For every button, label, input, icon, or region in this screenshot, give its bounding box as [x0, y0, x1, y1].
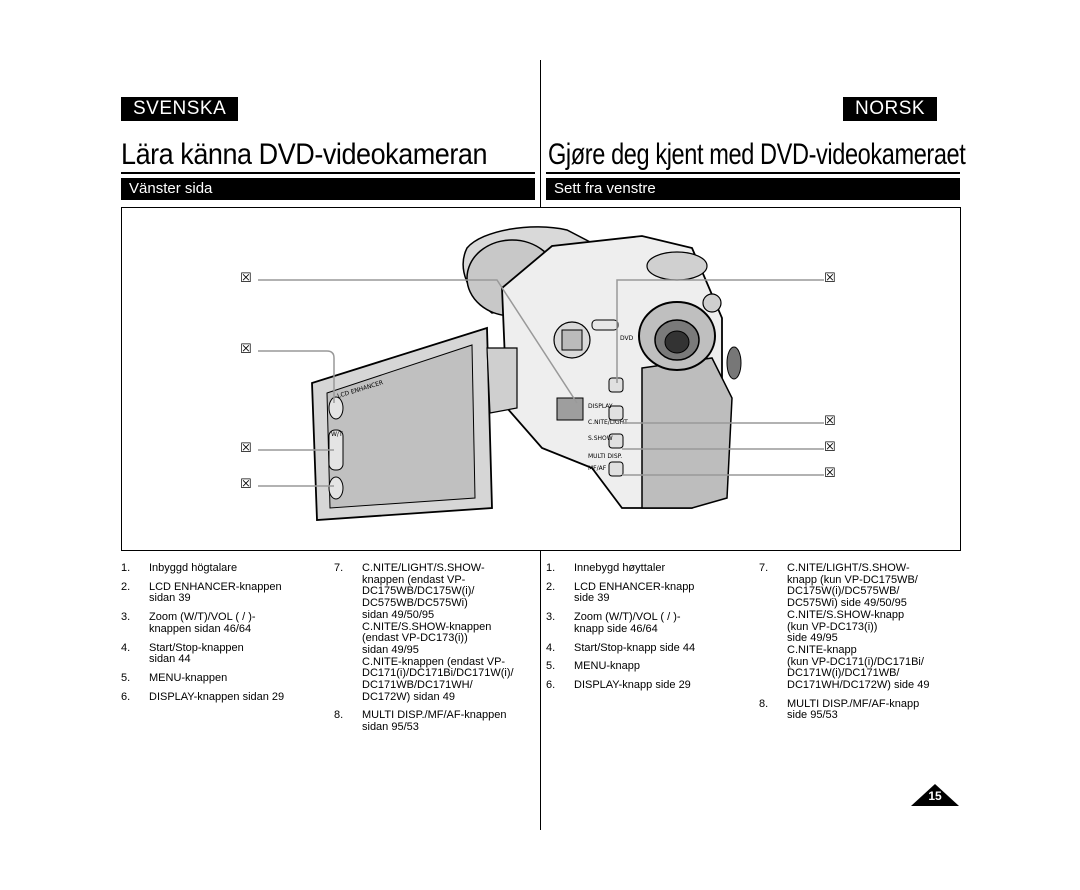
- list-item-text: C.NITE/LIGHT/S.SHOW- knappen (endast VP-…: [362, 562, 514, 703]
- list-item-number: 4.: [121, 641, 131, 654]
- section-bar-no: Sett fra venstre: [546, 178, 960, 200]
- feature-list-no-col2: 7. C.NITE/LIGHT/S.SHOW- knapp (kun VP-DC1…: [759, 562, 964, 729]
- camera-label-mfaf: MF/AF: [588, 465, 607, 472]
- camera-label-cnite: C.NITE/LIGHT: [588, 419, 628, 426]
- list-item-number: 6.: [546, 678, 556, 691]
- list-item: 5. MENU-knapp: [546, 661, 746, 673]
- page-title-no: Gjøre deg kjent med DVD-videokameraet: [548, 138, 966, 171]
- callout-marker-3: ☒: [240, 441, 252, 456]
- list-item-number: 6.: [121, 690, 131, 703]
- feature-list-sv-col1: 1. Inbyggd högtalare 2. LCD ENHANCER-knappe…: [121, 562, 321, 710]
- list-item: 7. C.NITE/LIGHT/S.SHOW- knapp (kun VP-DC1…: [759, 562, 964, 692]
- list-item-text: DISPLAY-knappen sidan 29: [149, 690, 285, 703]
- list-item-number: 2.: [121, 580, 131, 593]
- camera-label-sshow: S.SHOW: [588, 435, 613, 442]
- list-item-text: Zoom (W/T)/VOL ( / )- knapp side 46/64: [574, 611, 681, 635]
- callout-marker-5: ☒: [824, 271, 836, 286]
- list-item-number: 3.: [546, 611, 556, 624]
- section-bar-sv: Vänster sida: [121, 178, 535, 200]
- list-item: 8. MULTI DISP./MF/AF-knapp side 95/53: [759, 697, 964, 722]
- list-item-number: 5.: [121, 671, 131, 684]
- feature-list-sv-col2: 7. C.NITE/LIGHT/S.SHOW- knappen (endast V…: [334, 562, 539, 741]
- list-item-number: 3.: [121, 611, 131, 624]
- page-number: 15: [928, 789, 942, 803]
- title-rule-no: [546, 172, 960, 174]
- list-item-number: 1.: [546, 562, 556, 574]
- list-item: 2. LCD ENHANCER-knappen sidan 39: [121, 580, 321, 605]
- title-rule-sv: [121, 172, 535, 174]
- camera-label-multi: MULTI DISP.: [588, 453, 622, 460]
- list-item: 2. LCD ENHANCER-knapp side 39: [546, 580, 746, 605]
- list-item-text: Zoom (W/T)/VOL ( / )- knappen sidan 46/6…: [149, 611, 256, 635]
- list-item-text: Start/Stop-knapp side 44: [574, 641, 696, 654]
- callout-marker-1: ☒: [240, 271, 252, 286]
- list-item-text: MULTI DISP./MF/AF-knapp side 95/53: [787, 697, 920, 722]
- list-item-text: Inbyggd högtalare: [149, 562, 238, 574]
- camera-illustration: LCD ENHANCER W/T DISPLAY C.NITE/LIGHT S.…: [258, 226, 824, 521]
- list-item-number: 4.: [546, 641, 556, 654]
- list-item-text: MENU-knappen: [149, 671, 228, 684]
- list-item-text: DISPLAY-knapp side 29: [574, 678, 691, 691]
- list-item-number: 5.: [546, 660, 556, 673]
- list-item-number: 8.: [334, 709, 344, 722]
- page-title-sv: Lära känna DVD-videokameran: [121, 138, 488, 171]
- list-item-text: LCD ENHANCER-knappen sidan 39: [149, 580, 282, 605]
- camera-figure-frame: LCD ENHANCER W/T DISPLAY C.NITE/LIGHT S.…: [121, 207, 961, 551]
- list-item-text: MULTI DISP./MF/AF-knappen sidan 95/53: [362, 709, 507, 734]
- list-item: 7. C.NITE/LIGHT/S.SHOW- knappen (endast V…: [334, 562, 539, 703]
- list-item-text: MENU-knapp: [574, 660, 641, 673]
- language-badge-norsk: NORSK: [843, 97, 938, 121]
- list-item: 3. Zoom (W/T)/VOL ( / )- knappen sidan 46…: [121, 611, 321, 635]
- list-item-number: 7.: [334, 562, 344, 574]
- list-item: 6. DISPLAY-knapp side 29: [546, 678, 746, 692]
- callout-marker-8: ☒: [824, 466, 836, 481]
- list-item-text: Start/Stop-knappen sidan 44: [149, 641, 244, 666]
- list-item: 3. Zoom (W/T)/VOL ( / )- knapp side 46/64: [546, 611, 746, 635]
- list-item-number: 2.: [546, 580, 556, 593]
- list-item: 4. Start/Stop-knapp side 44: [546, 641, 746, 655]
- list-item-number: 7.: [759, 562, 769, 574]
- page-number-badge: 15: [911, 784, 959, 806]
- camcorder-body: [311, 226, 742, 521]
- list-item: 1. Inbyggd högtalare: [121, 562, 321, 575]
- language-badge-svenska: SVENSKA: [121, 97, 239, 121]
- list-item-number: 1.: [121, 562, 131, 574]
- list-item-text: Innebygd høyttaler: [574, 562, 666, 574]
- feature-list-no-col1: 1. Innebygd høyttaler 2. LCD ENHANCER-knapp…: [546, 562, 746, 699]
- list-item: 8. MULTI DISP./MF/AF-knappen sidan 95/53: [334, 709, 539, 734]
- callout-marker-7: ☒: [824, 440, 836, 455]
- callout-marker-4: ☒: [240, 477, 252, 492]
- camera-label-dvd: DVD: [620, 335, 634, 342]
- camera-label-display: DISPLAY: [588, 403, 613, 410]
- list-item-number: 8.: [759, 697, 769, 710]
- list-item-text: LCD ENHANCER-knapp side 39: [574, 580, 695, 605]
- list-item-text: C.NITE/LIGHT/S.SHOW- knapp (kun VP-DC175…: [787, 562, 930, 692]
- camera-label-vol: W/T: [331, 431, 343, 438]
- list-item: 4. Start/Stop-knappen sidan 44: [121, 641, 321, 666]
- callout-marker-2: ☒: [240, 342, 252, 357]
- list-item: 5. MENU-knappen: [121, 671, 321, 685]
- callout-marker-6: ☒: [824, 414, 836, 429]
- list-item: 6. DISPLAY-knappen sidan 29: [121, 690, 321, 704]
- list-item: 1. Innebygd høyttaler: [546, 562, 746, 575]
